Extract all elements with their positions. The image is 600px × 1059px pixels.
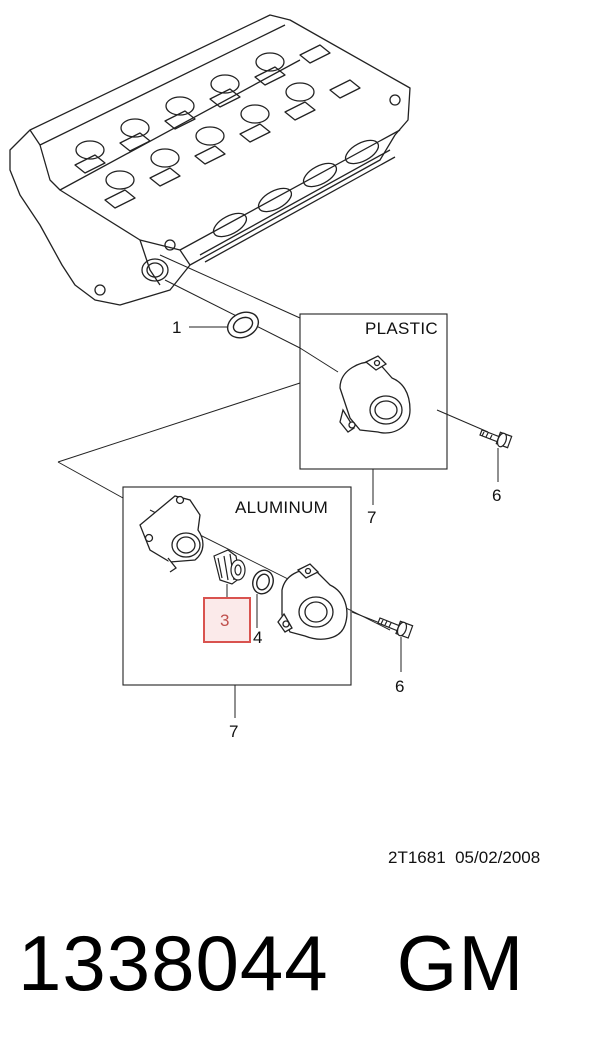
diagram-reference-code: 2T1681 05/02/2008 [388, 848, 541, 867]
aluminum-label: ALUMINUM [235, 498, 328, 517]
part-footer: 1338044 GM [18, 918, 588, 1008]
callout-4: 4 [253, 628, 262, 647]
seal-part-4 [252, 569, 274, 595]
brand-name: GM [396, 918, 525, 1007]
callout-7-lower: 7 [229, 722, 238, 741]
plastic-thermostat-housing [339, 355, 411, 434]
highlight-box-part-3[interactable] [203, 597, 251, 643]
aluminum-base-housing [139, 495, 204, 573]
part-number: 1338044 [18, 918, 329, 1007]
callout-1: 1 [172, 318, 181, 337]
plastic-label: PLASTIC [365, 319, 438, 338]
bolt-6-upper [479, 429, 513, 449]
callout-6-upper: 6 [492, 486, 501, 505]
gasket-part-1 [226, 311, 260, 339]
bolt-6-lower [377, 617, 414, 639]
aluminum-outlet-housing [277, 563, 348, 640]
thermostat-part-3 [213, 549, 246, 585]
cylinder-head-illustration [9, 14, 411, 306]
aluminum-variant-box [122, 486, 352, 686]
callout-7-upper: 7 [367, 508, 376, 527]
callout-3: 3 [220, 611, 229, 630]
callout-6-lower: 6 [395, 677, 404, 696]
